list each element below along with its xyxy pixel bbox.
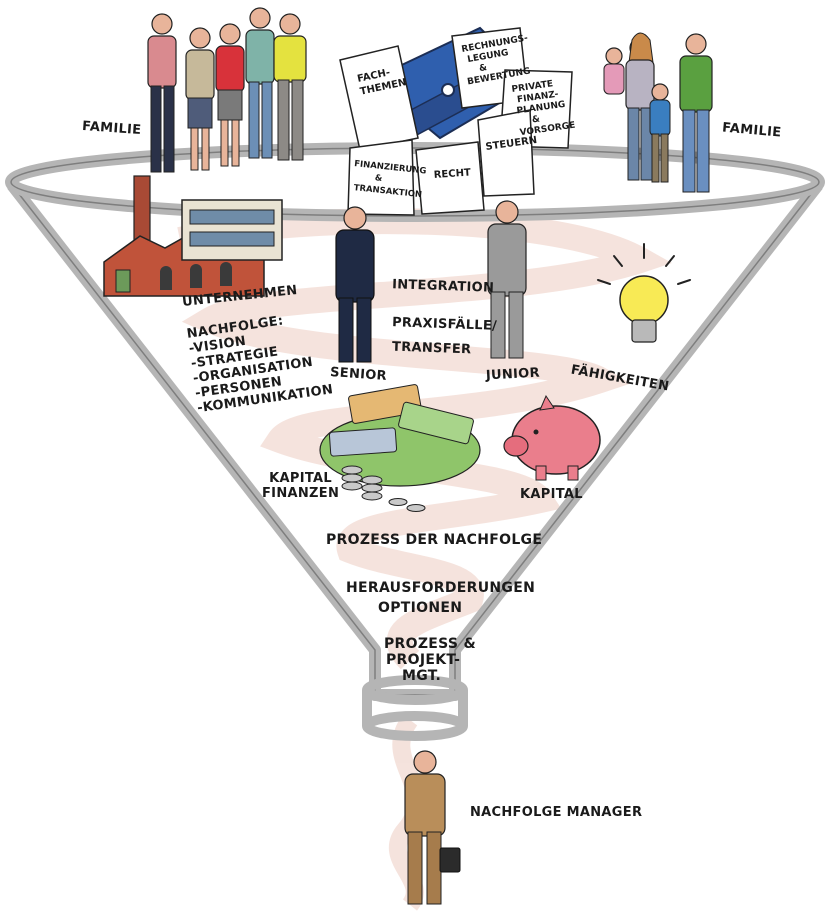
label-optionen: OPTIONEN [378,600,463,616]
label-herausforderungen: HERAUSFORDERUNGEN [346,580,536,596]
doc-recht: RECHT [433,167,471,181]
family-left-group [147,7,307,173]
label-kapital-finanzen-line1: KAPITAL [269,471,332,486]
doc-rechnungslegung-line3: & [478,63,488,74]
junior-figure [487,200,527,359]
doc-private-line4: & [531,114,540,125]
label-junior: JUNIOR [485,365,541,384]
label-transfer: TRANSFER [391,339,472,358]
doc-finanzierung-line2: & [374,173,383,184]
senior-figure [335,206,375,363]
funnel [5,142,825,741]
label-prozess-der-nachfolge: PROZESS DER NACHFOLGE [326,532,543,548]
family-right-group [603,32,713,193]
money-pile-illustration [319,384,481,512]
label-nachfolge-manager: NACHFOLGE MANAGER [470,805,643,820]
label-prozess-projekt-line1: PROZESS & [384,636,476,652]
documents-group: FACH- THEMEN RECHNUNGS- LEGUNG & BEWERTU… [339,26,576,216]
piggy-bank-icon [503,394,601,481]
lightbulb-icon [597,243,691,343]
label-kapital-finanzen-line2: FINANZEN [262,485,340,501]
label-kapital: KAPITAL [520,487,583,502]
factory-illustration [103,175,283,297]
label-kapital-finanzen: KAPITAL FINANZEN [262,471,340,502]
manager-figure [404,750,461,905]
label-prozess-projekt: PROZESS & PROJEKT- MGT. [384,636,476,684]
label-prozess-projekt-line2: PROJEKT- [386,652,461,669]
label-prozess-projekt-line3: MGT. [402,668,442,685]
nachfolge-list: NACHFOLGE: -VISION -STRATEGIE -ORGANISAT… [186,309,334,417]
